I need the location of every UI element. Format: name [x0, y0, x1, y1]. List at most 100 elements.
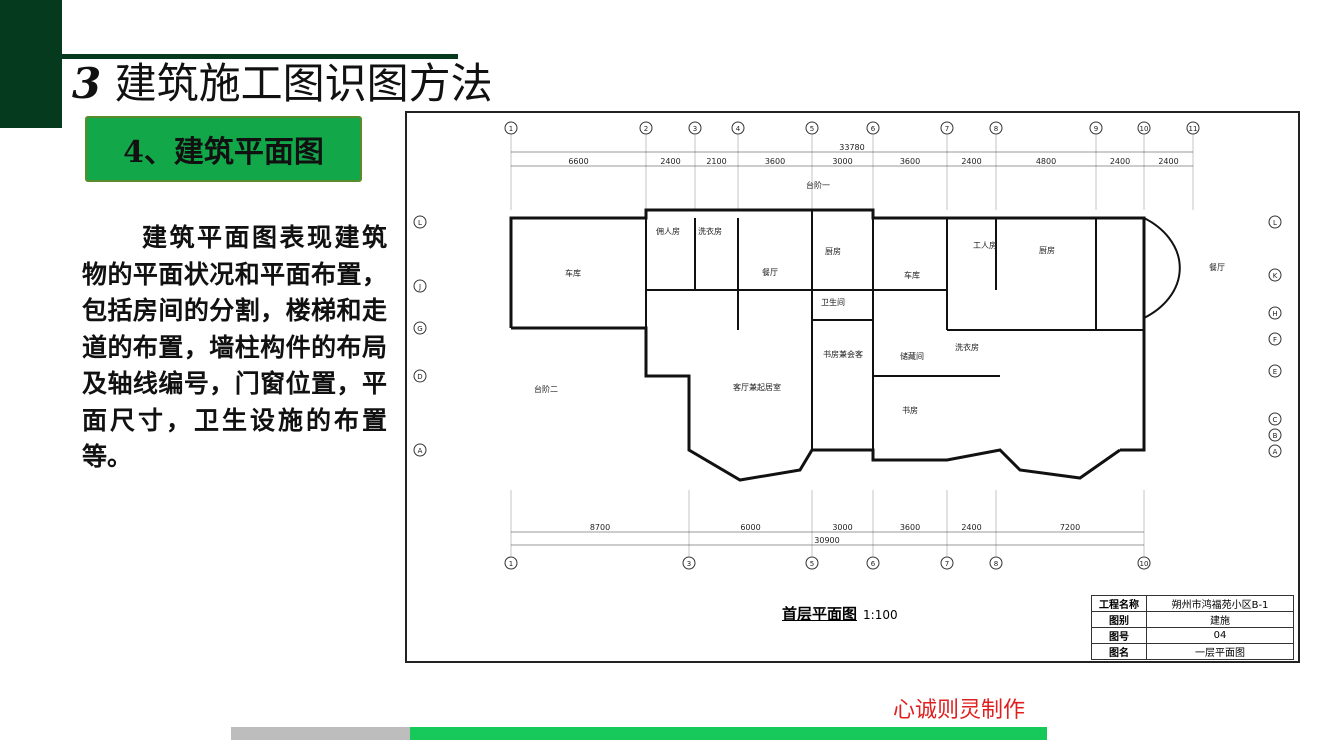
- tb-value: 一层平面图: [1146, 643, 1294, 660]
- dimension-top: 4800: [1036, 157, 1056, 166]
- axis-label: A: [418, 447, 423, 455]
- axis-bubble: [413, 369, 427, 383]
- drawing-scale: 1:100: [863, 608, 898, 622]
- axis-label: 1: [509, 125, 513, 133]
- dimension-bottom: 3000: [832, 523, 852, 532]
- tb-value: 朔州市鸿福苑小区B-1: [1146, 595, 1294, 612]
- axis-label: 2: [644, 125, 648, 133]
- axis-label: G: [417, 325, 422, 333]
- axis-bubble: [1268, 332, 1282, 346]
- curved-wall: [1143, 217, 1181, 319]
- dimension-bottom: 7200: [1060, 523, 1080, 532]
- footer-bar-gray: [231, 727, 410, 740]
- axis-bubble: [805, 556, 819, 570]
- dimension-overall-bottom: 30900: [814, 536, 839, 545]
- axis-bubble: [413, 443, 427, 457]
- axis-label: J: [418, 283, 421, 291]
- axis-label: 8: [994, 560, 998, 568]
- room-label: 洗衣房: [698, 226, 722, 236]
- dimension-top: 2100: [706, 157, 726, 166]
- axis-label: 3: [687, 560, 691, 568]
- axis-label: 5: [810, 560, 814, 568]
- axis-bubble: [1268, 428, 1282, 442]
- sidebar-accent-block: [0, 0, 62, 128]
- room-label: 车库: [565, 268, 581, 278]
- axis-label: C: [1273, 416, 1278, 424]
- room-label: 书房: [902, 405, 918, 415]
- room-label: 台阶二: [534, 384, 558, 394]
- title-text: 建筑施工图识图方法: [114, 59, 493, 108]
- axis-bubble: [1268, 268, 1282, 282]
- axis-label: 10: [1140, 125, 1149, 133]
- axis-bubble: [413, 321, 427, 335]
- axis-bubble: [1268, 364, 1282, 378]
- room-label: 书房兼会客: [823, 349, 863, 359]
- room-label: 餐厅: [1209, 263, 1225, 272]
- axis-label: L: [1273, 219, 1277, 227]
- axis-label: 10: [1140, 560, 1149, 568]
- axis-label: 4: [736, 125, 741, 133]
- room-label: 餐厅: [762, 268, 778, 277]
- drawing-title-text: 首层平面图: [782, 605, 858, 623]
- axis-bubble: [1268, 215, 1282, 229]
- axis-label: 8: [994, 125, 998, 133]
- axis-bubble: [413, 215, 427, 229]
- room-label: 车库: [904, 270, 920, 280]
- axis-bubble: [866, 556, 880, 570]
- body-text: 建筑平面图表现建筑物的平面状况和平面布置，包括房间的分割，楼梯和走道的布置，墙柱…: [82, 223, 387, 471]
- dimension-top: 2400: [660, 157, 680, 166]
- room-label: 客厅兼起居室: [733, 382, 781, 392]
- title-number: 3: [72, 59, 102, 108]
- dimension-top: 2400: [961, 157, 981, 166]
- axis-bubble: [1268, 444, 1282, 458]
- axis-label: 1: [509, 560, 513, 568]
- dimension-overall-top: 33780: [839, 143, 864, 152]
- axis-bubble: [1268, 412, 1282, 426]
- drawing-title: 首层平面图 1:100: [782, 603, 898, 624]
- dimension-top: 3000: [832, 157, 852, 166]
- credit-text: 心诚则灵制作: [893, 698, 1026, 723]
- tb-label: 工程名称: [1091, 595, 1147, 612]
- axis-label: A: [1273, 448, 1278, 456]
- title-rule: [62, 54, 458, 59]
- footer-bar-green: [410, 727, 1047, 740]
- dimension-bottom: 3600: [900, 523, 920, 532]
- axis-label: D: [417, 373, 422, 381]
- axis-bubble: [1268, 306, 1282, 320]
- room-label: 储藏间: [900, 351, 924, 361]
- axis-label: B: [1273, 432, 1278, 440]
- axis-label: 6: [871, 560, 876, 568]
- tb-label: 图别: [1091, 611, 1147, 628]
- axis-label: L: [418, 219, 422, 227]
- axis-bubble: [413, 279, 427, 293]
- axis-label: H: [1272, 310, 1277, 318]
- tb-label: 图号: [1091, 627, 1147, 644]
- room-label: 工人房: [973, 240, 997, 250]
- dimension-top: 2400: [1158, 157, 1178, 166]
- room-label: 台阶一: [806, 180, 830, 190]
- axis-label: 7: [945, 125, 949, 133]
- axis-label: E: [1273, 368, 1277, 376]
- axis-bubble: [1137, 556, 1151, 570]
- axis-label: K: [1273, 272, 1278, 280]
- axis-label: 5: [810, 125, 814, 133]
- dimension-top: 3600: [765, 157, 785, 166]
- dimension-bottom: 8700: [590, 523, 610, 532]
- room-label: 卫生间: [821, 297, 845, 307]
- axis-bubble: [989, 556, 1003, 570]
- tb-value: 04: [1146, 627, 1294, 644]
- axis-label: 11: [1189, 125, 1198, 133]
- axis-label: 6: [871, 125, 876, 133]
- room-label: 洗衣房: [955, 342, 979, 352]
- axis-bubble: [504, 556, 518, 570]
- axis-bubble: [682, 556, 696, 570]
- slide-title: 3 建筑施工图识图方法: [72, 60, 493, 108]
- dimension-bottom: 6000: [740, 523, 760, 532]
- subtitle-box: 4、建筑平面图: [85, 116, 362, 182]
- room-label: 厨房: [1039, 245, 1055, 255]
- dimension-bottom: 2400: [961, 523, 981, 532]
- axis-label: 9: [1094, 125, 1098, 133]
